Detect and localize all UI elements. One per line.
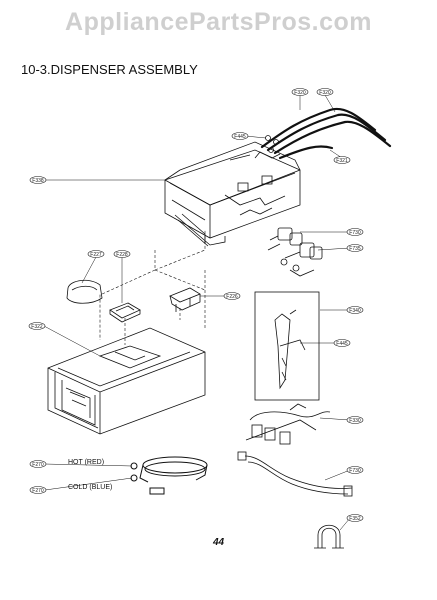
- section-title: 10-3.DISPENSER ASSEMBLY: [21, 62, 198, 77]
- callout-top-b: F320: [319, 90, 331, 96]
- callout-drawer: F322: [31, 324, 43, 330]
- callout-clamp: F352: [349, 516, 361, 522]
- callout-valve-a: F730: [349, 230, 361, 236]
- dispenser-drawer: [47, 327, 206, 435]
- wire-harness: [245, 403, 331, 445]
- callout-housing: F338: [32, 178, 44, 184]
- callout-clip: F445: [234, 134, 246, 140]
- dispenser-housing: [164, 141, 301, 247]
- drain-tubes: [260, 107, 392, 160]
- callout-hose-int: F445: [336, 341, 348, 347]
- callout-cap-a: F227: [90, 252, 102, 258]
- cap-left: [66, 279, 103, 304]
- callout-valve-b: F735: [349, 246, 361, 252]
- hose-label-hot: HOT (RED): [68, 459, 104, 466]
- leader-lines: [43, 94, 351, 531]
- wire-harness-2: [237, 451, 353, 497]
- callout-bracket: F340: [349, 308, 361, 314]
- callout-harness-a: F330: [349, 418, 361, 424]
- water-valves: [267, 227, 323, 277]
- bracket-box: [254, 291, 320, 401]
- softener-cover: [169, 287, 201, 312]
- inlet-hoses: [130, 456, 208, 495]
- hose-label-cold: COLD (BLUE): [68, 484, 112, 491]
- callout-labels: F320 F320 F445 F321 F338 F730 F735 F227 …: [31, 90, 361, 522]
- callout-hot: F270: [32, 462, 44, 468]
- callout-harness-b: F730: [349, 468, 361, 474]
- callout-cover: F226: [226, 294, 238, 300]
- callout-cold: F270: [32, 488, 44, 494]
- watermark: AppliancePartsPros.com: [65, 8, 372, 36]
- callout-cap-b: F228: [116, 252, 128, 258]
- callout-tube: F321: [336, 158, 348, 164]
- page-number: 44: [213, 537, 225, 548]
- callout-top-a: F320: [294, 90, 306, 96]
- hose-labels: HOT (RED) COLD (BLUE): [68, 459, 112, 491]
- cap-right: [109, 302, 141, 323]
- hose-clamp: [314, 524, 344, 549]
- guide-lines: [99, 230, 206, 345]
- callout-ellipses: [28, 88, 364, 522]
